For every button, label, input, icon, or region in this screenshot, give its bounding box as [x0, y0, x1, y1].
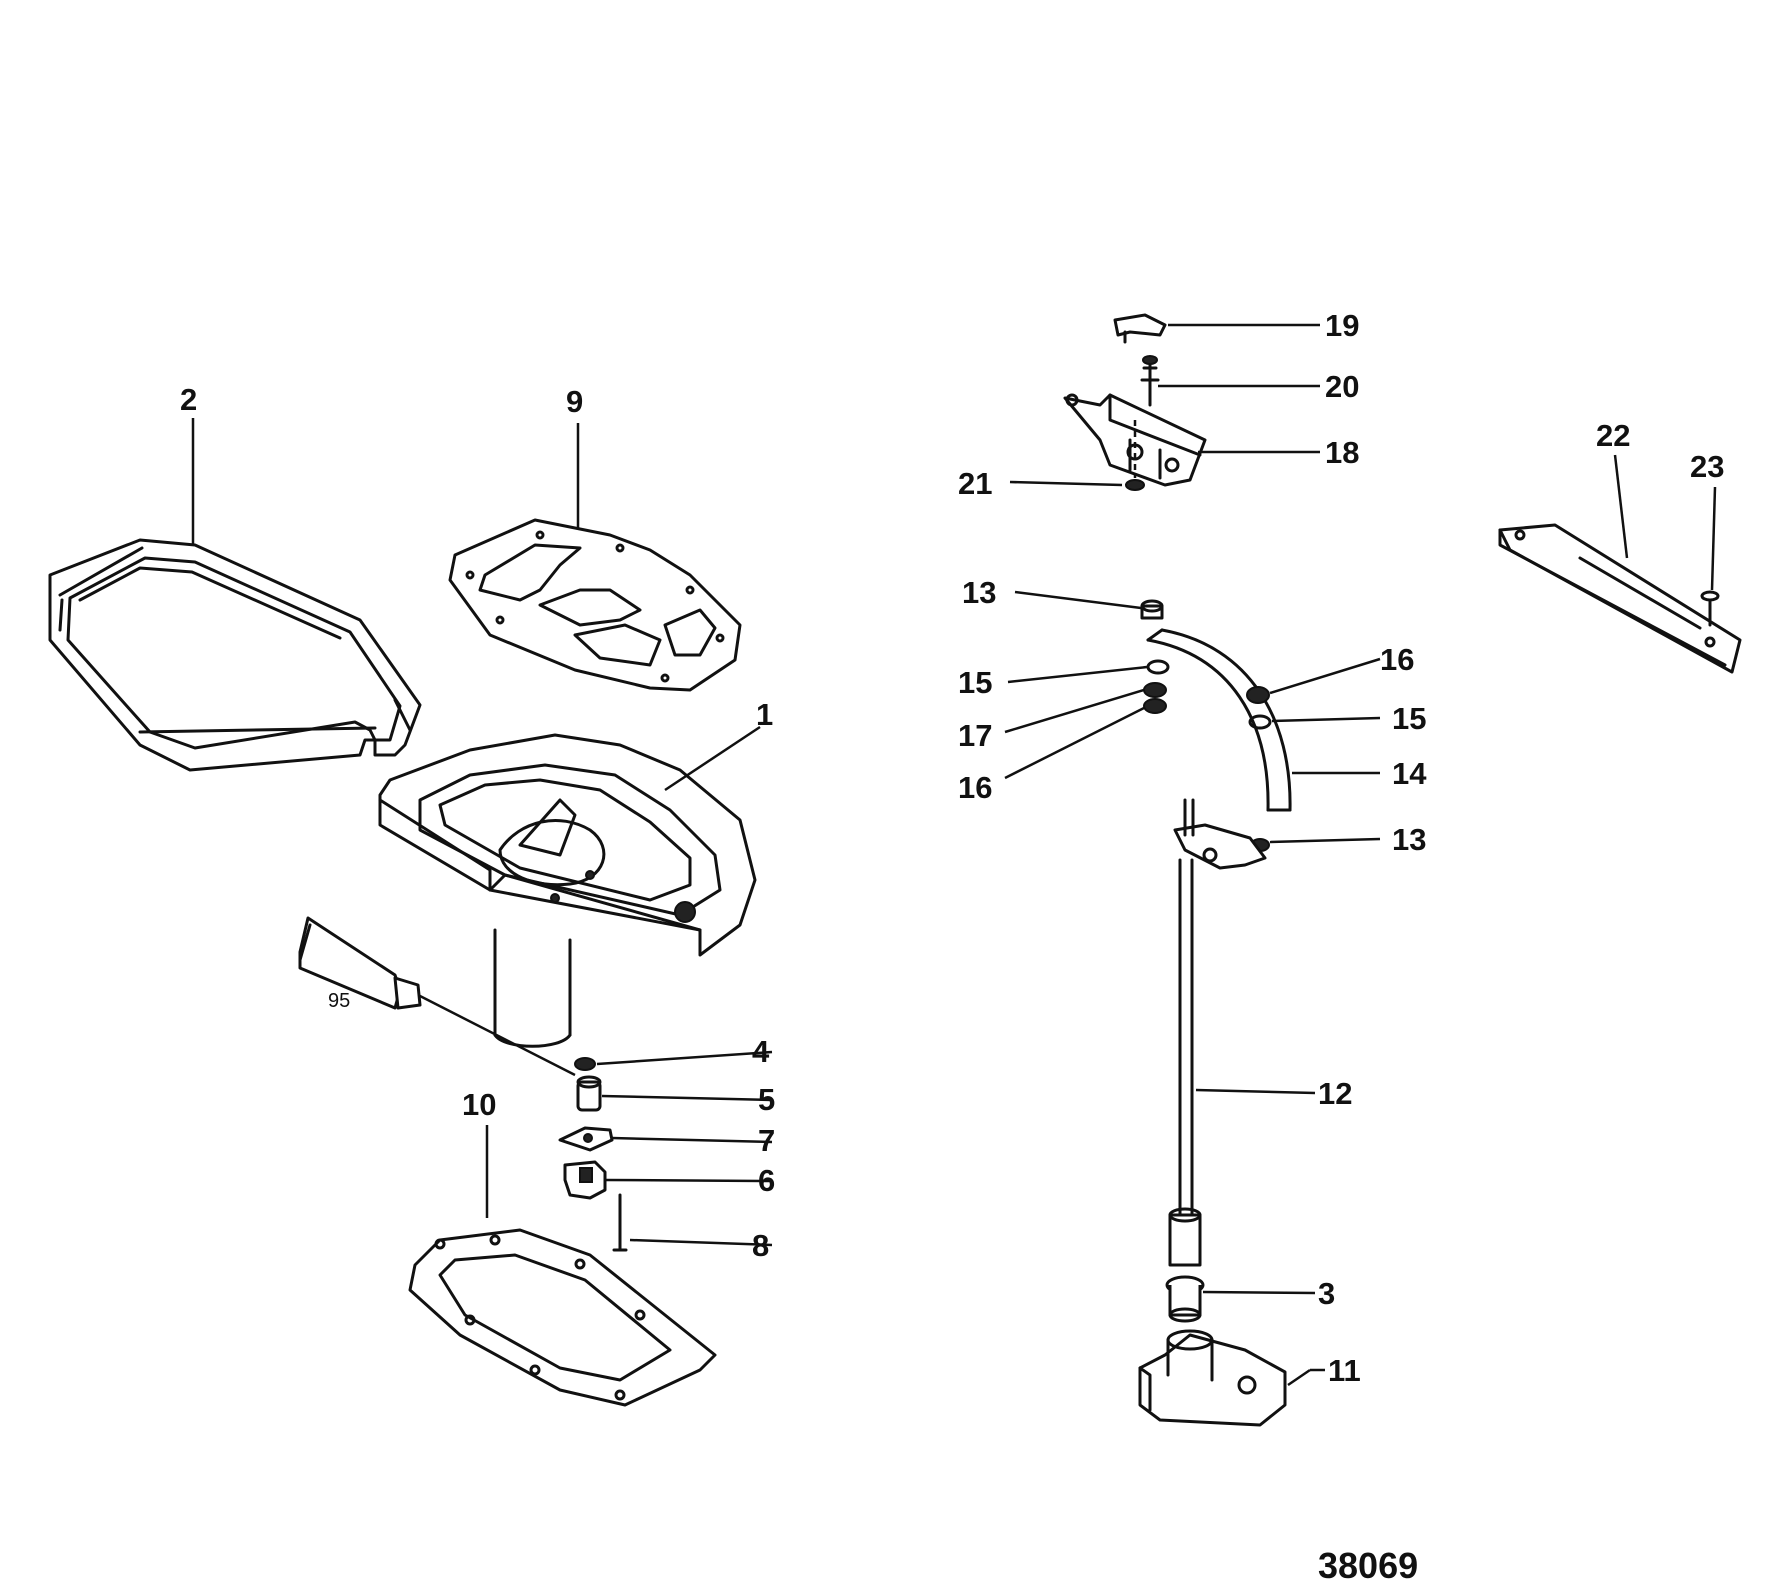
callout-21: 21: [958, 466, 992, 501]
callout-2: 2: [180, 382, 197, 417]
part-9-gasket: [448, 518, 742, 692]
part-2-seal: [48, 538, 422, 772]
callout-3: 3: [1318, 1276, 1335, 1311]
callout-22: 22: [1596, 418, 1630, 453]
callout-8: 8: [752, 1228, 769, 1263]
part-16-nut-left: [1143, 698, 1167, 714]
callout-17: 17: [958, 718, 992, 753]
part-18-bracket: [1063, 393, 1207, 487]
callout-4: 4: [752, 1034, 770, 1069]
callout-18: 18: [1325, 435, 1359, 470]
sealant-tube-icon: 95: [298, 916, 576, 1077]
callout-7: 7: [758, 1123, 775, 1158]
part-16-nut-right: [1246, 686, 1270, 704]
part-4-washer: [574, 1057, 596, 1071]
callout-11: 11: [1328, 1353, 1361, 1388]
callout-15-right: 15: [1392, 701, 1426, 736]
part-21-washer: [1125, 420, 1145, 491]
callout-5: 5: [758, 1082, 775, 1117]
callout-13-top: 13: [962, 575, 996, 610]
callout-10: 10: [462, 1087, 496, 1122]
callout-1: 1: [756, 697, 773, 732]
part-15-washer-left: [1146, 659, 1170, 675]
part-13-bushing-top: [1140, 599, 1164, 620]
callout-14: 14: [1392, 756, 1427, 791]
part-22-lever: [1498, 523, 1742, 674]
part-17-washer: [1143, 682, 1167, 698]
part-3-bushing: [1165, 1275, 1205, 1323]
callout-16-right: 16: [1380, 642, 1414, 677]
callout-13-bottom: 13: [1392, 822, 1426, 857]
callout-20: 20: [1325, 369, 1359, 404]
figure-number: 38069: [1318, 1545, 1418, 1586]
part-5-bushing: [576, 1075, 602, 1112]
part-20-stud: [1140, 355, 1160, 407]
part-15-washer-right: [1248, 714, 1272, 730]
part-6-bracket: [563, 1160, 607, 1200]
callout-15-left: 15: [958, 665, 992, 700]
leader-lines: [191, 323, 1717, 1387]
part-12-shift-shaft: [1168, 798, 1267, 1267]
part-8-screw: [612, 1193, 628, 1252]
part-10-gasket: [408, 1228, 717, 1407]
part-23-screw: [1700, 590, 1720, 627]
part-19-clip: [1113, 313, 1167, 344]
callout-9: 9: [566, 384, 583, 419]
part-11-coupler: [1138, 1329, 1287, 1427]
callout-6: 6: [758, 1163, 775, 1198]
part-7-plate: [558, 1126, 614, 1152]
callout-16-left: 16: [958, 770, 992, 805]
part-1-adapter-plate: [378, 733, 757, 1048]
callouts: 2 9 1 4 5 7 6 8 10 19 20 18 21 22 23 13 …: [180, 308, 1724, 1388]
callout-23: 23: [1690, 449, 1724, 484]
callout-12: 12: [1318, 1076, 1352, 1111]
tube-label: 95: [328, 990, 350, 1012]
callout-19: 19: [1325, 308, 1359, 343]
